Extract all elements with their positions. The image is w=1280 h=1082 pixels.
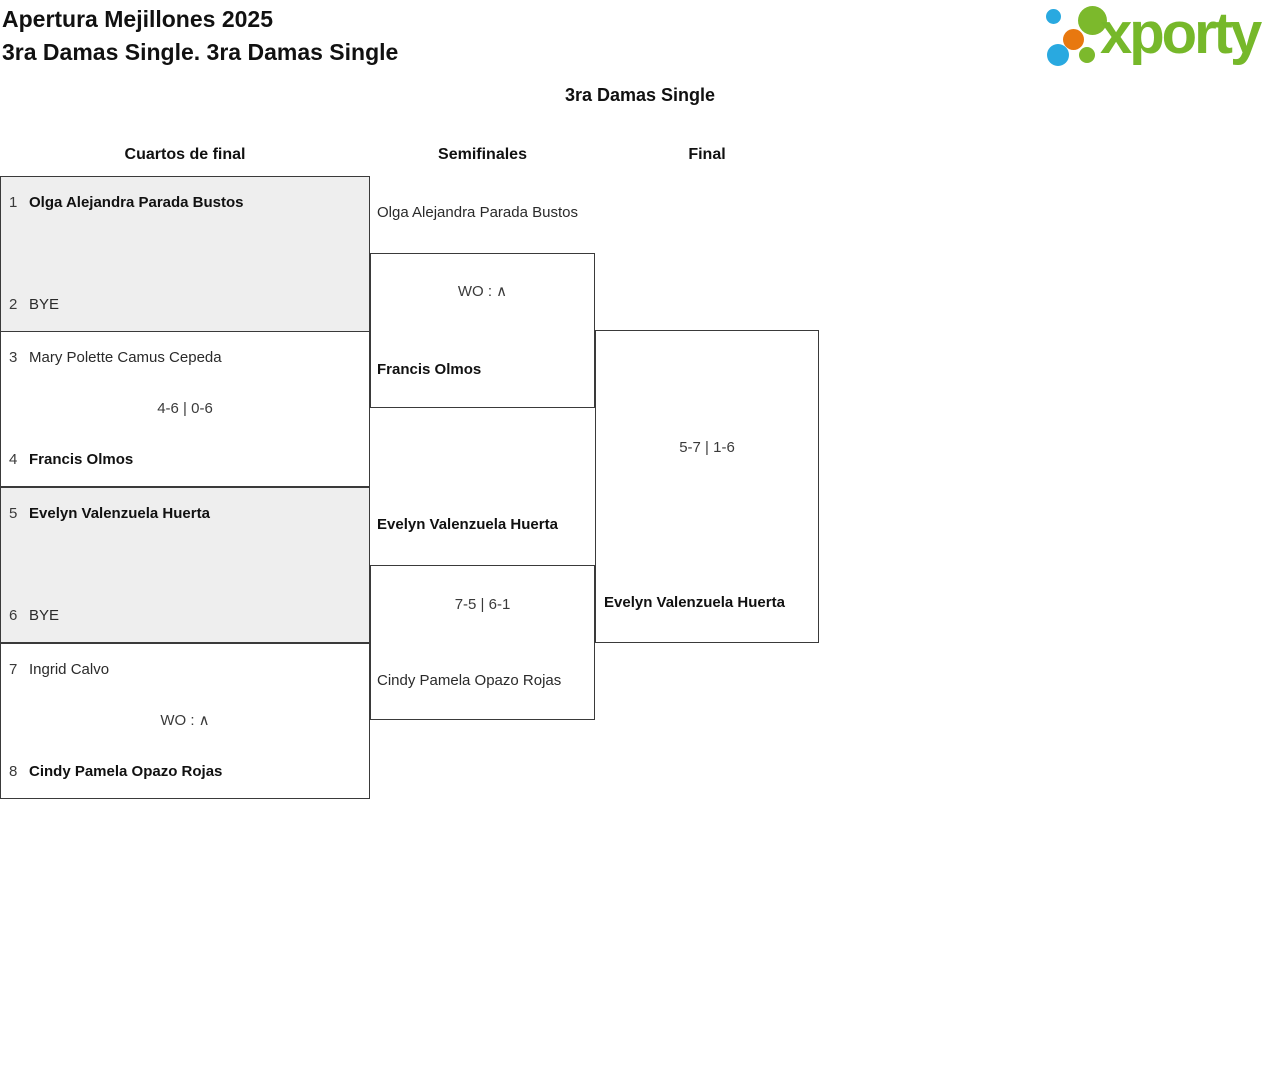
match-sf2 bbox=[370, 565, 595, 720]
match-row: 4 Francis Olmos bbox=[9, 450, 361, 470]
round-header-final: Final bbox=[688, 146, 726, 163]
match-qf1: 1 Olga Alejandra Parada Bustos 2 BYE bbox=[0, 176, 370, 332]
logo-dot-blue-medium-icon bbox=[1047, 44, 1069, 66]
match-row: 3 Mary Polette Camus Cepeda bbox=[9, 348, 361, 368]
round-header-semifinales: Semifinales bbox=[438, 146, 527, 163]
xporty-logo[interactable]: xporty bbox=[1042, 0, 1272, 72]
match-score bbox=[1, 244, 369, 264]
match-row: 5 Evelyn Valenzuela Huerta bbox=[9, 504, 361, 524]
seed-number: 3 bbox=[9, 349, 18, 366]
match-row: 8 Cindy Pamela Opazo Rojas bbox=[9, 762, 361, 782]
seed-number: 1 bbox=[9, 194, 18, 211]
match-score: 4-6 | 0-6 bbox=[157, 400, 213, 417]
player-name: BYE bbox=[29, 296, 60, 313]
match-row: 2 BYE bbox=[9, 295, 361, 315]
seed-number: 5 bbox=[9, 505, 18, 522]
player-name: BYE bbox=[29, 607, 60, 624]
logo-wordmark: xporty bbox=[1100, 1, 1262, 66]
match-qf3: 5 Evelyn Valenzuela Huerta 6 BYE bbox=[0, 487, 370, 643]
seed-number: 6 bbox=[9, 607, 18, 624]
match-row: 6 BYE bbox=[9, 606, 361, 626]
player-name: Olga Alejandra Parada Bustos bbox=[29, 194, 244, 211]
round-header-cuartos: Cuartos de final bbox=[124, 146, 246, 163]
seed-number: 8 bbox=[9, 763, 18, 780]
final-player2-name: Evelyn Valenzuela Huerta bbox=[604, 594, 785, 611]
seed-number: 2 bbox=[9, 296, 18, 313]
bracket-title: 3ra Damas Single bbox=[564, 85, 716, 105]
player-name: Francis Olmos bbox=[29, 451, 134, 468]
page-header: Apertura Mejillones 2025 3ra Damas Singl… bbox=[2, 3, 398, 69]
player-name: Cindy Pamela Opazo Rojas bbox=[29, 763, 223, 780]
player-name: Ingrid Calvo bbox=[29, 661, 110, 678]
match-score bbox=[1, 555, 369, 575]
match-score: WO : ∧ bbox=[160, 712, 210, 729]
match-sf1 bbox=[370, 253, 595, 408]
match-row: 1 Olga Alejandra Parada Bustos bbox=[9, 193, 361, 213]
match-qf4: 7 Ingrid Calvo WO : ∧ 8 Cindy Pamela Opa… bbox=[0, 643, 370, 799]
match-qf2: 3 Mary Polette Camus Cepeda 4-6 | 0-6 4 … bbox=[0, 331, 370, 487]
tournament-title: Apertura Mejillones 2025 bbox=[2, 6, 273, 32]
player-name: Mary Polette Camus Cepeda bbox=[29, 349, 222, 366]
category-subtitle: 3ra Damas Single. 3ra Damas Single bbox=[2, 39, 399, 65]
match-final bbox=[595, 330, 819, 643]
final-score: 5-7 | 1-6 bbox=[679, 439, 735, 456]
player-name: Evelyn Valenzuela Huerta bbox=[29, 505, 210, 522]
logo-dot-blue-small-icon bbox=[1046, 9, 1061, 24]
seed-number: 4 bbox=[9, 451, 18, 468]
sf1-player1-name: Olga Alejandra Parada Bustos bbox=[377, 204, 578, 221]
logo-dot-green-large-icon bbox=[1078, 6, 1107, 35]
sf1-score: WO : ∧ bbox=[457, 283, 508, 300]
sf2-player2-name: Cindy Pamela Opazo Rojas bbox=[377, 672, 562, 689]
logo-dot-green-small-icon bbox=[1079, 47, 1095, 63]
sf1-player2-name: Francis Olmos bbox=[377, 361, 482, 378]
seed-number: 7 bbox=[9, 661, 18, 678]
match-row: 7 Ingrid Calvo bbox=[9, 660, 361, 680]
sf2-player1-name: Evelyn Valenzuela Huerta bbox=[377, 516, 558, 533]
logo-dot-orange-icon bbox=[1063, 29, 1084, 50]
sf2-score: 7-5 | 6-1 bbox=[454, 596, 511, 613]
